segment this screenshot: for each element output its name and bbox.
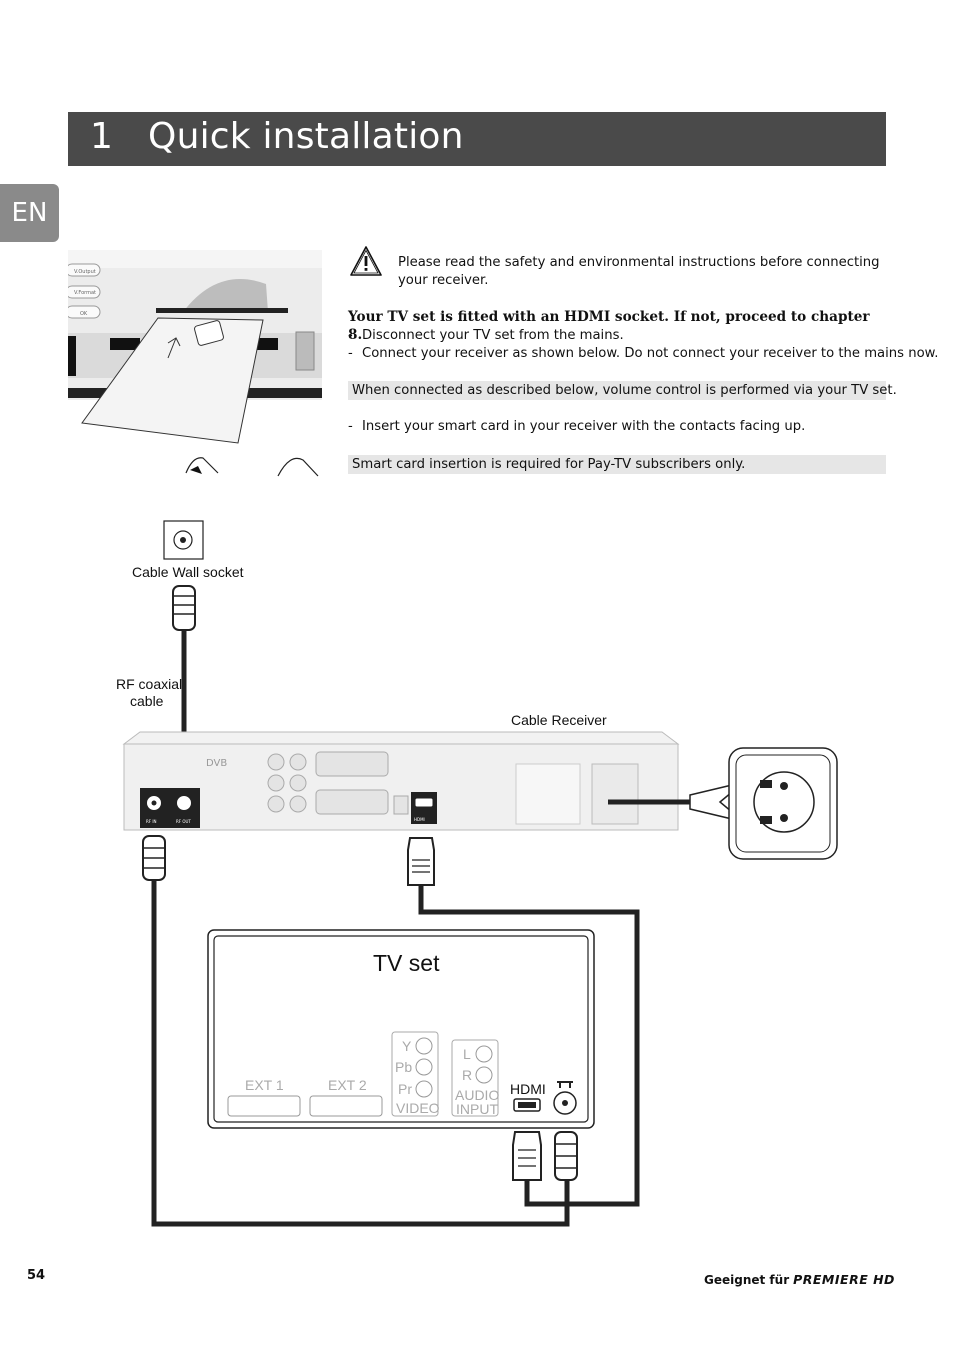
- tv-set: [207, 929, 595, 1129]
- audio-l-label: L: [463, 1046, 471, 1062]
- ok-button-label: OK: [80, 311, 88, 317]
- step-disconnect: -Disconnect your TV set from the mains.: [348, 327, 888, 345]
- brand-text: Geeignet für: [704, 1273, 790, 1287]
- wall-power-outlet: [728, 747, 838, 860]
- step-connect: -Connect your receiver as shown below. D…: [348, 345, 938, 363]
- hdmi-plug-tv: [512, 1131, 542, 1181]
- rf-in-port-label: RF IN: [146, 819, 157, 824]
- smart-card-insertion-illustration: V.Output V.Format OK: [68, 248, 323, 478]
- ext2-label: EXT 2: [328, 1077, 367, 1093]
- chapter-header: 1 Quick installation: [68, 112, 886, 166]
- tv-hdmi-label: HDMI: [510, 1081, 546, 1097]
- step-connect-text: Connect your receiver as shown below. Do…: [362, 346, 939, 361]
- v-output-button-label: V.Output: [74, 269, 96, 275]
- ext1-label: EXT 1: [245, 1077, 284, 1093]
- rf-coaxial-label-2: cable: [130, 693, 164, 709]
- coax-plug-receiver-out: [142, 835, 166, 881]
- receiver-front-buttons: V.Output V.Format OK: [68, 263, 101, 319]
- bullet-dash: -: [348, 328, 353, 343]
- audio-label: AUDIO: [455, 1087, 500, 1103]
- hdmi-heading: Your TV set is fitted with an HDMI socke…: [348, 309, 870, 343]
- receiver-hdmi-port-label: HDMI: [414, 817, 425, 822]
- video-label: VIDEO: [396, 1100, 440, 1116]
- volume-note: When connected as described below, volum…: [348, 381, 897, 400]
- step-smartcard-text: Insert your smart card in your receiver …: [362, 419, 806, 434]
- rf-out-port-label: RF OUT: [176, 819, 191, 824]
- mains-plug: [689, 784, 733, 820]
- coax-plug-tv: [554, 1131, 578, 1181]
- cable-wall-socket: [163, 520, 204, 560]
- dvb-logo: DVB: [206, 758, 227, 769]
- connection-diagram: RF IN RF OUT DVB HDMI: [122, 520, 838, 1227]
- bullet-dash: -: [348, 346, 353, 361]
- rf-coaxial-label-1: RF coaxial: [116, 676, 183, 692]
- coax-plug-top: [172, 585, 196, 631]
- premiere-hd-logo: PREMIERE HD: [793, 1272, 895, 1287]
- step-disconnect-text: Disconnect your TV set from the mains.: [362, 328, 624, 343]
- hdmi-plug-receiver: [407, 837, 435, 886]
- input-label: INPUT: [456, 1101, 498, 1117]
- page-number: 54: [27, 1268, 46, 1283]
- warning-triangle-icon: [350, 246, 382, 276]
- pb-label: Pb: [395, 1059, 413, 1075]
- step-smartcard: -Insert your smart card in your receiver…: [348, 418, 888, 436]
- bullet-dash: -: [348, 419, 353, 434]
- y-label: Y: [402, 1038, 412, 1054]
- v-format-button-label: V.Format: [74, 290, 96, 296]
- smartcard-note: Smart card insertion is required for Pay…: [348, 455, 886, 474]
- cable-receiver-rear-panel: RF IN RF OUT DVB HDMI: [122, 731, 680, 831]
- tv-set-label: TV set: [373, 950, 440, 976]
- chapter-title: 1 Quick installation: [90, 116, 464, 157]
- cable-receiver-label: Cable Receiver: [511, 712, 607, 728]
- audio-r-label: R: [462, 1067, 473, 1083]
- language-tab: EN: [0, 184, 59, 242]
- pr-label: Pr: [398, 1081, 412, 1097]
- safety-warning-text: Please read the safety and environmental…: [398, 255, 880, 288]
- cable-wall-socket-label: Cable Wall socket: [132, 564, 244, 580]
